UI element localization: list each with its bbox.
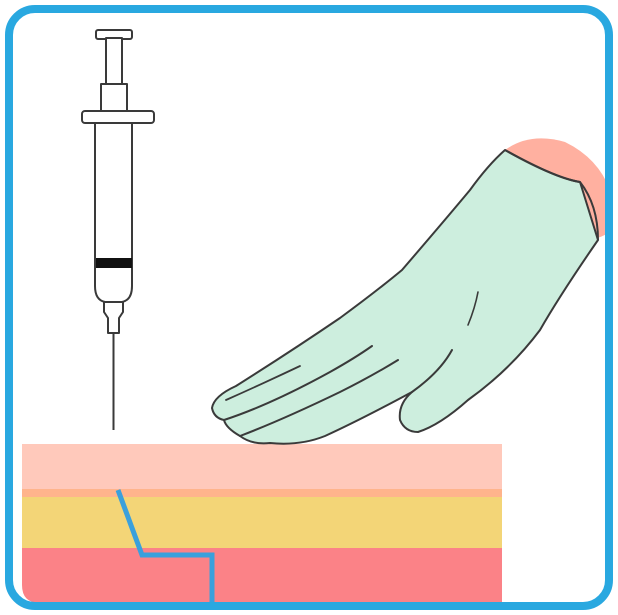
syringe-plunger-rod <box>106 38 122 86</box>
skin-layers-icon <box>22 444 502 603</box>
syringe-flange <box>82 111 154 123</box>
dermis-layer <box>22 496 502 548</box>
syringe-barrel <box>95 123 132 302</box>
syringe-marker <box>96 258 132 268</box>
layer-separator <box>22 488 502 497</box>
epidermis-layer <box>22 444 502 489</box>
subcutaneous-layer <box>22 547 502 603</box>
syringe-neck <box>101 84 127 112</box>
